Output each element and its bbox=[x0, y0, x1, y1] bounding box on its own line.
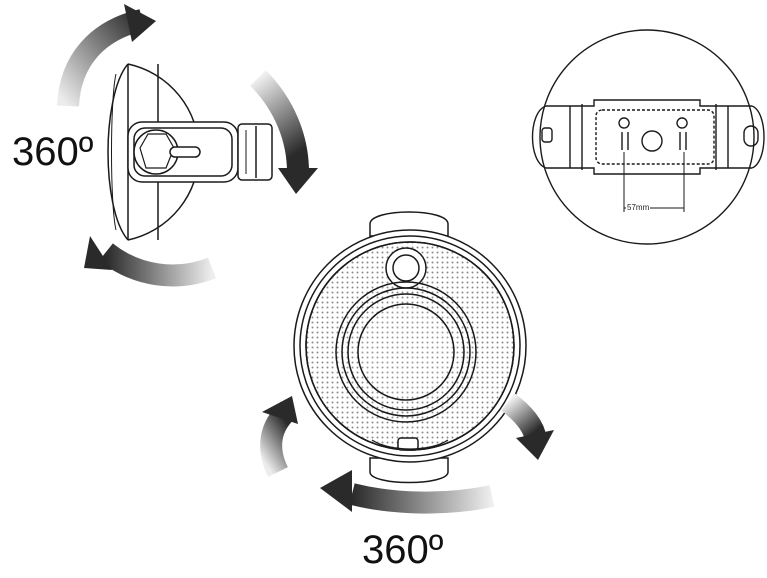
mounting-bracket-icon bbox=[531, 29, 765, 245]
speaker-front-grille-icon bbox=[293, 211, 527, 484]
rotation-label-left: 360º bbox=[12, 130, 94, 174]
rotation-label-bottom: 360º bbox=[362, 528, 444, 572]
speaker-side-view-icon bbox=[107, 63, 273, 241]
rotation-arrows-bottom bbox=[260, 393, 554, 514]
rotation-arrows-left bbox=[57, 4, 318, 287]
hole-spacing-dimension: 57mm bbox=[626, 203, 651, 213]
